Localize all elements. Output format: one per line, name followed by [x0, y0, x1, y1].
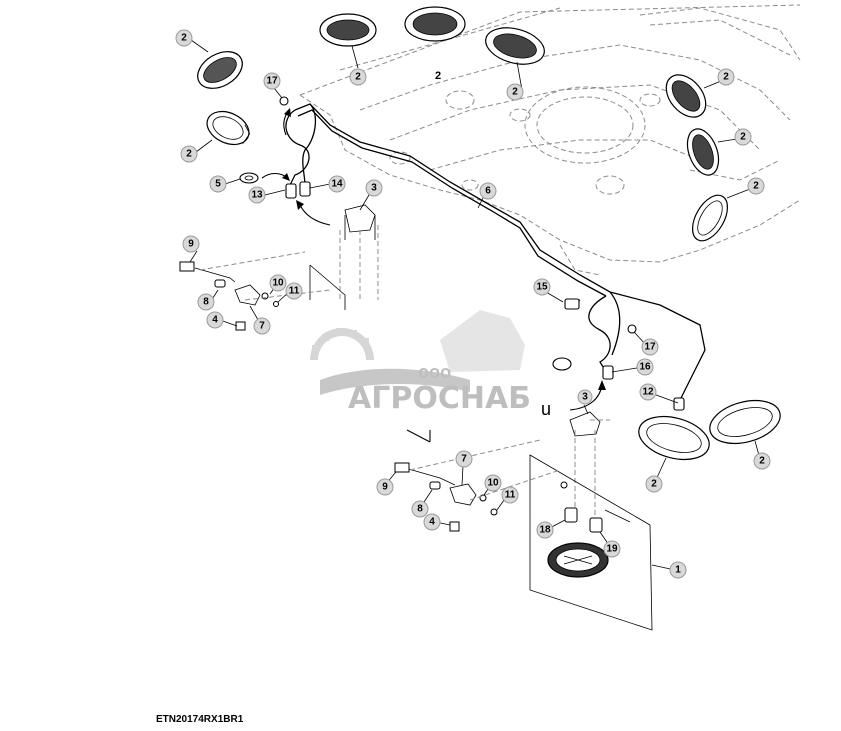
callout-13: 13 [248, 186, 266, 204]
callout-9: 9 [182, 235, 200, 253]
work-light [665, 74, 707, 118]
grommet-5 [239, 172, 572, 371]
svg-text:11: 11 [289, 286, 300, 297]
svg-text:7: 7 [259, 321, 265, 332]
svg-text:12: 12 [642, 387, 654, 398]
callout-12: 12 [639, 383, 657, 401]
callout-2: 2 [747, 177, 765, 195]
svg-text:14: 14 [331, 179, 343, 190]
wiring-harness [285, 103, 706, 401]
callout-10: 10 [269, 274, 287, 292]
svg-text:2: 2 [740, 132, 746, 143]
svg-text:10: 10 [487, 478, 499, 489]
work-light [709, 399, 781, 445]
svg-text:3: 3 [582, 392, 588, 403]
svg-text:8: 8 [417, 504, 423, 515]
callout-6: 6 [479, 182, 497, 200]
callout-3: 3 [365, 179, 383, 197]
callout-17: 17 [641, 338, 659, 356]
svg-text:16: 16 [639, 362, 651, 373]
svg-text:2: 2 [723, 72, 729, 83]
svg-text:4: 4 [429, 517, 435, 528]
svg-text:2: 2 [512, 87, 518, 98]
svg-text:7: 7 [461, 454, 467, 465]
callout-16: 16 [636, 358, 654, 376]
callout-2: 2 [734, 128, 752, 146]
callout-10: 10 [484, 474, 502, 492]
watermark-trailing-char: u [541, 399, 551, 419]
callout-18: 18 [536, 521, 554, 539]
svg-text:6: 6 [485, 186, 491, 197]
svg-text:17: 17 [644, 342, 656, 353]
svg-text:9: 9 [188, 239, 194, 250]
svg-text:11: 11 [505, 490, 516, 501]
svg-text:2: 2 [759, 456, 765, 467]
svg-text:10: 10 [272, 278, 284, 289]
svg-text:5: 5 [215, 179, 221, 190]
svg-text:19: 19 [606, 544, 618, 555]
callout-19: 19 [603, 540, 621, 558]
callout-8: 8 [411, 500, 429, 518]
svg-text:2: 2 [753, 181, 759, 192]
svg-text:18: 18 [539, 525, 551, 536]
watermark-prefix: ООО [418, 367, 451, 382]
callout-17: 17 [263, 72, 281, 90]
figure-reference: ETN20174RX1BR1 [156, 714, 244, 725]
callout-2: 2 [645, 475, 663, 493]
callout-15: 15 [533, 278, 551, 296]
callout-2: 2 [506, 83, 524, 101]
callout-5: 5 [209, 175, 227, 193]
work-light [485, 27, 545, 65]
connectors [279, 96, 685, 411]
svg-text:2: 2 [355, 72, 361, 83]
svg-text:8: 8 [203, 297, 209, 308]
callout-7: 7 [455, 450, 473, 468]
lower-bracket-assembly [394, 411, 653, 631]
callout-2: 2 [349, 68, 367, 86]
callout-2: 2 [753, 452, 771, 470]
plain-label-2: 2 [435, 70, 441, 82]
callout-2: 2 [180, 145, 198, 163]
callout-1: 1 [669, 561, 687, 579]
callout-2: 2 [717, 68, 735, 86]
callout-11: 11 [501, 486, 519, 504]
watermark-title: АГРОСНАБ [348, 381, 531, 416]
svg-text:9: 9 [382, 482, 388, 493]
callout-2: 2 [175, 29, 193, 47]
work-light [197, 51, 243, 89]
leader-line [406, 429, 431, 443]
leader-lines [189, 39, 761, 571]
svg-text:2: 2 [186, 149, 192, 160]
assembly-arrows [261, 108, 606, 411]
callout-7: 7 [253, 317, 271, 335]
callout-4: 4 [423, 513, 441, 531]
callouts: 2 2 2 2 2 2 2 2 2 17 5 13 14 3 6 9 10 11… [175, 29, 771, 579]
work-light [206, 110, 251, 146]
svg-text:17: 17 [266, 76, 278, 87]
work-lights [197, 6, 781, 578]
watermark: АГРОСНАБ ООО [310, 310, 531, 416]
work-light [691, 194, 729, 242]
callout-14: 14 [328, 175, 346, 193]
svg-text:2: 2 [181, 33, 187, 44]
svg-text:2: 2 [651, 479, 657, 490]
svg-text:4: 4 [212, 315, 218, 326]
work-light [319, 13, 377, 47]
work-light [404, 6, 466, 42]
svg-text:1: 1 [675, 565, 681, 576]
callout-9: 9 [376, 478, 394, 496]
callout-11: 11 [285, 282, 303, 300]
svg-text:3: 3 [371, 183, 377, 194]
svg-text:15: 15 [536, 282, 548, 293]
work-light [547, 542, 609, 578]
callout-3: 3 [577, 389, 593, 405]
svg-text:13: 13 [251, 190, 263, 201]
upper-bracket-assembly [179, 204, 379, 331]
work-light [638, 415, 710, 461]
callout-8: 8 [197, 293, 215, 311]
work-light [686, 128, 720, 176]
callout-4: 4 [206, 311, 224, 329]
